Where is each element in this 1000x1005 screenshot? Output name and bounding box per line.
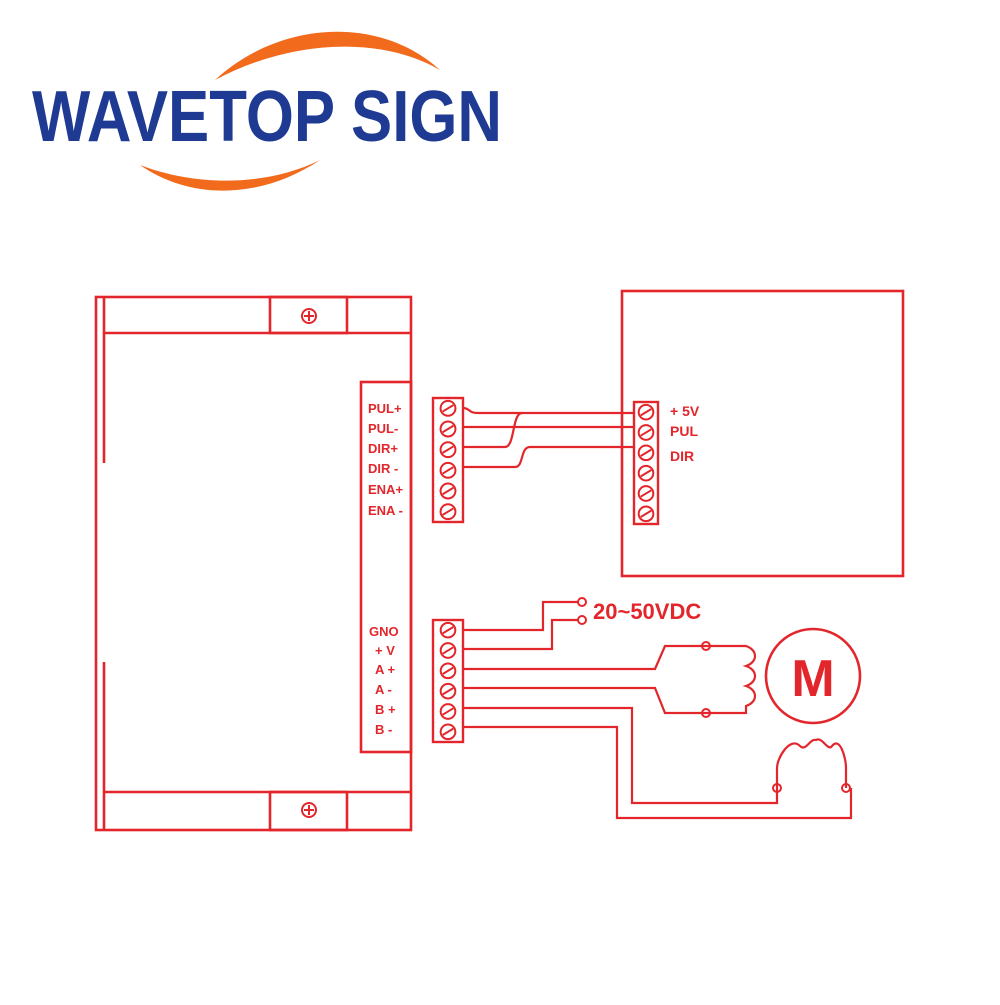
terminal-label-ena-minus: ENA -: [368, 503, 403, 518]
terminal-screw-icon: [637, 444, 655, 462]
terminal-screw-icon: [439, 662, 457, 680]
terminal-label-ena-plus: ENA+: [368, 482, 403, 497]
power-supply-label: 20~50VDC: [593, 599, 701, 624]
terminal-label-b-minus: B -: [375, 722, 392, 737]
terminal-screw-icon: [439, 682, 457, 700]
controller-label-pul: PUL: [670, 423, 698, 439]
terminal-screw-icon: [439, 503, 457, 521]
motor-circle: [764, 627, 862, 725]
terminal-screw-icon: [439, 441, 457, 459]
terminal-label-a-plus: A +: [375, 662, 396, 677]
power-supply: 20~50VDC: [463, 597, 701, 651]
screw-hole-icon: [301, 308, 317, 324]
driver-bottom-tab: [268, 790, 349, 832]
terminal-screw-icon: [439, 461, 457, 479]
terminal-label-pul-minus: PUL-: [368, 421, 398, 436]
terminal-label-dir-plus: DIR+: [368, 441, 398, 456]
brand-logo: WAVETOP SIGN: [32, 31, 502, 191]
signal-terminal-block-frame: [431, 396, 465, 524]
logo-swoosh-bottom: [140, 160, 320, 191]
terminal-label-a-minus: A -: [375, 682, 392, 697]
terminal-label-dir-minus: DIR -: [368, 461, 398, 476]
power-terminal-labels: GNO + V A + A - B + B -: [369, 624, 399, 737]
terminal-screw-icon: [637, 464, 655, 482]
terminal-screw-icon: [637, 505, 655, 523]
terminal-label-pul-plus: PUL+: [368, 401, 402, 416]
logo-text: WAVETOP SIGN: [32, 77, 502, 157]
controller-label-dir: DIR: [670, 448, 694, 464]
terminal-screw-icon: [439, 642, 457, 659]
terminal-screw-icon: [637, 424, 655, 441]
controller-terminal-block-frame: [632, 400, 660, 526]
controller: + 5V PUL DIR: [620, 289, 905, 578]
terminal-screw-icon: [439, 420, 457, 438]
terminal-screw-icon: [439, 399, 457, 417]
terminal-screw-icon: [439, 621, 457, 639]
power-terminal-block: [431, 618, 465, 744]
screw-hole-icon: [301, 802, 317, 818]
terminal-label-gnd: GNO: [369, 624, 399, 639]
terminal-screw-icon: [637, 485, 655, 502]
signal-wires: [462, 406, 634, 469]
terminal-screw-icon: [637, 403, 655, 421]
power-terminal-block-frame: [431, 618, 465, 744]
signal-terminal-labels: PUL+ PUL- DIR+ DIR - ENA+ ENA -: [368, 401, 403, 518]
driver-outline: [94, 295, 413, 832]
stepper-driver: [94, 295, 413, 832]
controller-outline: [620, 289, 905, 578]
motor-label: M: [791, 650, 834, 708]
logo-swoosh-top: [215, 31, 440, 80]
terminal-label-v-plus: + V: [375, 643, 395, 658]
terminal-screw-icon: [439, 723, 457, 741]
signal-terminal-block: [431, 396, 465, 524]
motor: M: [463, 627, 862, 820]
terminal-label-b-plus: B +: [375, 702, 396, 717]
terminal-screw-icon: [439, 703, 457, 720]
terminal-screw-icon: [439, 482, 457, 500]
controller-label-5v: + 5V: [670, 403, 700, 419]
controller-terminal-block: [632, 400, 660, 526]
driver-top-tab: [268, 295, 349, 335]
driver-terminal-panel: [359, 380, 413, 754]
